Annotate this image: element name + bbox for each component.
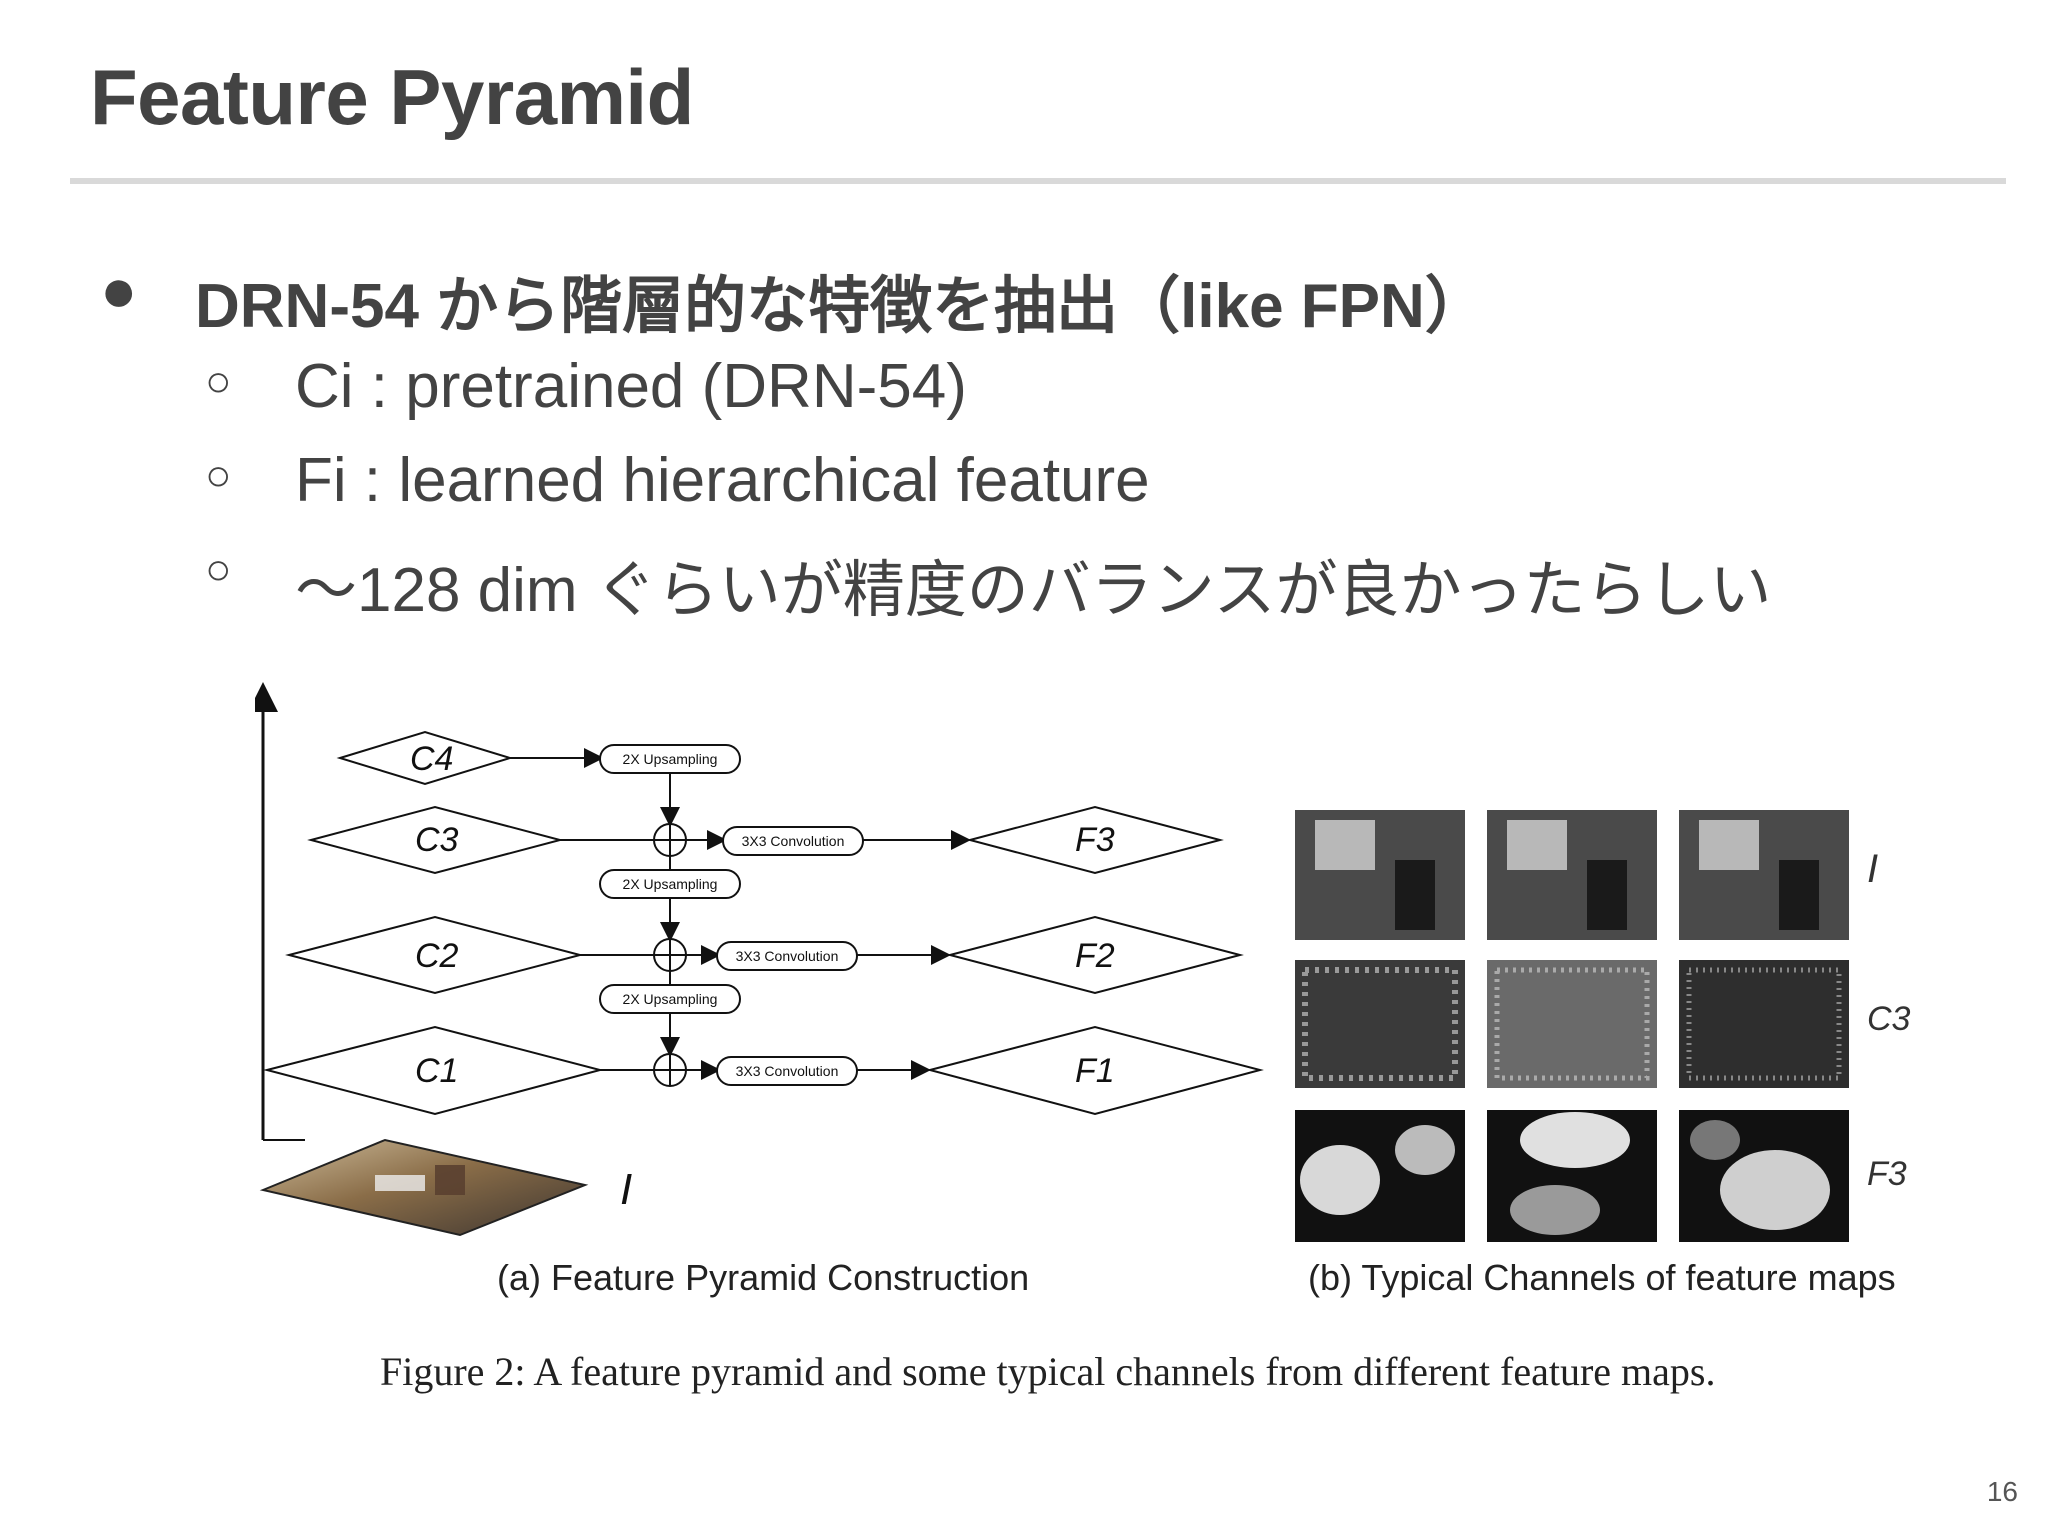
sub-bullet-text: Fi : learned hierarchical feature	[295, 446, 1150, 515]
sub-bullet-text: Ci : pretrained (DRN-54)	[295, 352, 967, 421]
bullet-dot-icon: ●	[100, 256, 138, 325]
bullet-main-text: DRN-54 から階層的な特徴を抽出（like FPN）	[195, 272, 1487, 341]
figure-svg: C4 C3 C2 C1 I 2X Upsampling 3X3 Convolut…	[248, 682, 1911, 1298]
row-label: C3	[1867, 1000, 1911, 1038]
channel-c3-icon	[1679, 960, 1849, 1088]
conv-label: 3X3 Convolution	[736, 1063, 839, 1079]
f2-label: F2	[1075, 937, 1115, 975]
subcaption-b: (b) Typical Channels of feature maps	[1308, 1257, 1896, 1298]
slide-title: Feature Pyramid	[90, 53, 694, 141]
f3-label: F3	[1075, 821, 1115, 859]
f1-node	[926, 1025, 1264, 1116]
figure-caption: Figure 2: A feature pyramid and some typ…	[380, 1349, 1716, 1394]
c1-label: C1	[415, 1052, 458, 1090]
row-label: F3	[1867, 1155, 1907, 1193]
feature-pyramid-figure: C4 C3 C2 C1 I 2X Upsampling 3X3 Convolut…	[248, 670, 1915, 1470]
c2-label: C2	[415, 937, 459, 975]
bullet-list: ● DRN-54 から階層的な特徴を抽出（like FPN） ○ Ci : pr…	[100, 255, 2000, 633]
row-label: I	[1867, 847, 1878, 891]
channels-grid: I C3 F3	[1295, 810, 1911, 1242]
upsample-label: 2X Upsampling	[623, 991, 718, 1007]
subcaption-a: (a) Feature Pyramid Construction	[497, 1257, 1029, 1298]
conv-label: 3X3 Convolution	[742, 833, 845, 849]
sub-bullet: ○ Fi : learned hierarchical feature	[100, 445, 2000, 539]
channel-c3-icon	[1295, 960, 1465, 1088]
page-number: 16	[1986, 1476, 2018, 1507]
c4-label: C4	[410, 740, 453, 778]
sub-bullet: ○ Ci : pretrained (DRN-54)	[100, 351, 2000, 445]
sub-bullet: ○ 〜128 dim ぐらいが精度のバランスが良かったらしい	[100, 539, 2000, 633]
image-label: I	[620, 1165, 632, 1214]
f2-node	[946, 915, 1244, 995]
f3-node	[966, 805, 1224, 875]
c3-label: C3	[415, 821, 459, 859]
f1-label: F1	[1075, 1052, 1115, 1090]
hollow-bullet-icon: ○	[205, 357, 232, 406]
upsample-label: 2X Upsampling	[623, 876, 718, 892]
sub-bullet-text: 〜128 dim ぐらいが精度のバランスが良かったらしい	[295, 556, 1772, 625]
upsample-label: 2X Upsampling	[623, 751, 718, 767]
conv-label: 3X3 Convolution	[736, 948, 839, 964]
hollow-bullet-icon: ○	[205, 545, 232, 594]
bullet-main: ● DRN-54 から階層的な特徴を抽出（like FPN）	[100, 255, 2000, 351]
title-divider	[70, 178, 2006, 184]
channel-c3-icon	[1487, 960, 1657, 1088]
hollow-bullet-icon: ○	[205, 451, 232, 500]
